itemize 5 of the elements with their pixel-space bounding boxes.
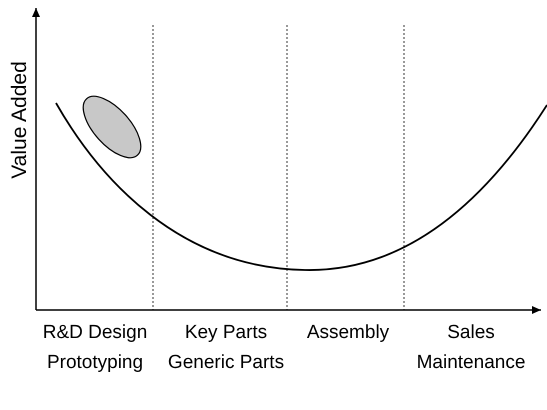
stage-label: Key Parts Generic Parts: [166, 321, 286, 375]
axis-label: Value Added: [8, 61, 32, 179]
stage-label: R&D Design Prototyping: [42, 321, 148, 375]
stage-label: Sales Maintenance: [416, 321, 526, 375]
stage-label: Assembly: [306, 321, 390, 345]
